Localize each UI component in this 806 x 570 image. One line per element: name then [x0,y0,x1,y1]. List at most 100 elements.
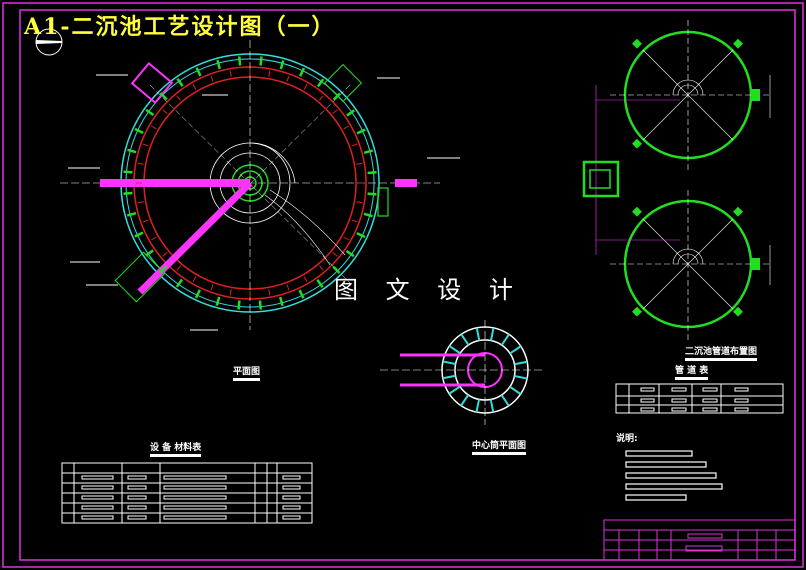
baffle-tick [286,75,290,82]
cylinder-rib [475,399,481,413]
baffle-tick [229,289,232,296]
cylinder-rib [442,374,456,380]
baffle-tick [343,125,349,130]
weir-tick [215,296,221,306]
baffle-tick [351,143,358,147]
equipment-table-title: 设 备 材料表 [150,440,202,457]
baffle-tick [303,84,308,90]
plan-view-label: 平面图 [233,364,261,381]
weir-tick [279,296,284,307]
weir-tick [258,300,262,310]
weir-tick [175,278,184,288]
inlet-pipe [100,179,250,187]
title-block [603,519,796,561]
cylinder-rib [475,327,481,341]
cylinder-rib [489,399,495,413]
baffle-tick [176,265,181,271]
pipe-table-title: 管 道 表 [675,363,709,380]
weir-tick [356,128,366,135]
weir-tick [363,212,373,218]
weir-tick [332,265,341,274]
weir-tick [145,249,154,257]
pipe-layout-label: 二沉池管道布置图 [685,344,758,361]
cylinder-rib [514,374,528,380]
baffle-tick [286,284,290,291]
baffle-tick [268,289,271,296]
baffle-tick [319,265,324,271]
weir-tick [356,232,366,239]
weir-tick [363,149,374,154]
weir-tick [237,300,241,310]
weir-tick [134,127,144,134]
cylinder-rib [509,345,522,355]
baffle-tick [142,219,149,223]
baffle-tick [176,95,181,101]
weir-tick [345,249,355,258]
weir-tick [346,109,355,117]
baffle-tick [210,284,214,291]
cylinder-rib [442,360,456,366]
cylinder-rib [460,333,470,346]
north-arrow-icon [35,28,63,56]
baffle-tick [192,276,197,282]
baffle-tick [162,252,168,257]
weir-tick [159,92,168,101]
baffle-tick [343,236,349,241]
leader-lines [68,74,460,331]
weir-tick [127,148,137,154]
weir-tick [238,56,242,66]
baffle-tick [137,162,144,165]
tank-plan-view [60,40,440,330]
baffle-tick [151,236,157,241]
weir-tick [216,59,221,70]
notes-text-lines [625,450,723,501]
baffle-tick [151,125,157,130]
drawing-title: A1-二沉池工艺设计图（一） [24,14,336,40]
baffle-tick [142,143,149,147]
watermark: 图 文 设 计 [334,276,523,304]
weir-tick [145,108,155,117]
weir-tick [298,289,305,299]
weir-tick [259,56,263,66]
weir-tick [367,192,377,196]
weir-tick [126,212,137,217]
baffle-tick [268,70,271,77]
weir-tick [123,191,133,195]
notes-heading: 说明: [616,434,638,444]
pipe-layout-view [582,20,771,340]
weir-tick [123,170,133,174]
outlet-pipe [395,179,417,187]
weir-tick [299,67,306,77]
baffle-tick [303,276,308,282]
pipe-table [615,383,784,414]
weir-tick [316,279,324,288]
cylinder-rib [489,327,495,341]
weir-tick [316,78,325,88]
cylinder-rib [460,394,470,407]
baffle-tick [192,84,197,90]
weir-tick [134,231,144,238]
baffle-tick [356,162,363,165]
equipment-table [61,462,313,524]
weir-tick [159,265,168,274]
inner-frame [19,9,796,561]
baffle-tick [332,252,338,257]
cylinder-rib [500,394,510,407]
weir-tick [279,60,285,70]
baffle-tick [332,109,338,114]
baffle-tick [162,109,168,114]
cylinder-rib [514,360,528,366]
cylinder-rib [500,333,510,346]
weir-tick [176,78,184,87]
center-cylinder-label: 中心筒平面图 [472,438,527,455]
baffle-tick [356,201,363,204]
baffle-tick [210,75,214,82]
cylinder-rib [448,345,461,355]
cylinder-rib [509,385,522,395]
cylinder-rib [448,385,461,395]
weir-tick [195,67,202,77]
weir-tick [367,171,377,175]
